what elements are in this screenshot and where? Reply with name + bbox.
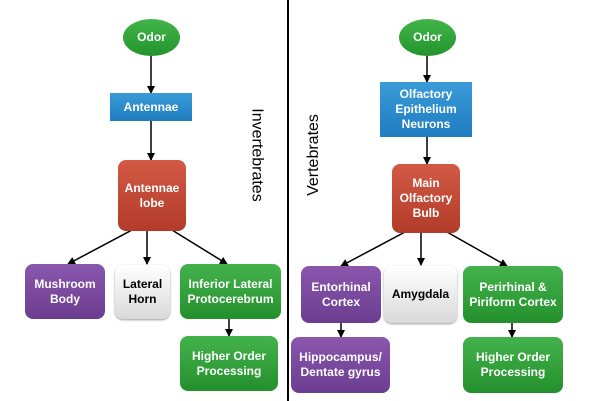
vert-hippocampus-dentate-gyrus-node: Hippocampus/ Dentate gyrus [291,337,390,393]
inv-antennae-node: Antennae [110,93,192,121]
section-divider [287,0,289,401]
vert-perirhinal-piriform-cortex-node: Perirhinal & Piriform Cortex [463,266,563,323]
inv-inferior-lateral-protocerebrum-node: Inferior Lateral Protocerebrum [180,264,281,319]
vert-entorhinal-cortex-node: Entorhinal Cortex [301,266,381,323]
vert-olfactory-epithelium-neurons-node: Olfactory Epithelium Neurons [380,82,472,137]
inv-lateral-horn-node: Lateral Horn [115,265,170,319]
inv-odor-node: Odor [123,19,180,56]
vertebrates-label: Vertebrates [304,114,322,196]
vert-odor-node: Odor [399,19,456,56]
vert-main-olfactory-bulb-node: Main Olfactory Bulb [392,164,460,233]
inv-antennae-lobe-node: Antennae lobe [118,160,186,231]
vert-amygdala-node: Amygdala [384,266,457,323]
inv-higher-order-processing-node: Higher Order Processing [180,336,278,391]
arrow-vert-bulb-perirhinal [446,231,508,267]
invertebrates-label: Invertebrates [248,108,266,202]
arrow-inv-lobe-mushroom [67,229,133,265]
arrow-vert-bulb-entorhinal [340,231,406,267]
inv-mushroom-body-node: Mushroom Body [25,264,105,319]
vert-higher-order-processing-node: Higher Order Processing [463,337,563,393]
arrow-inv-lobe-ilp [171,229,228,265]
